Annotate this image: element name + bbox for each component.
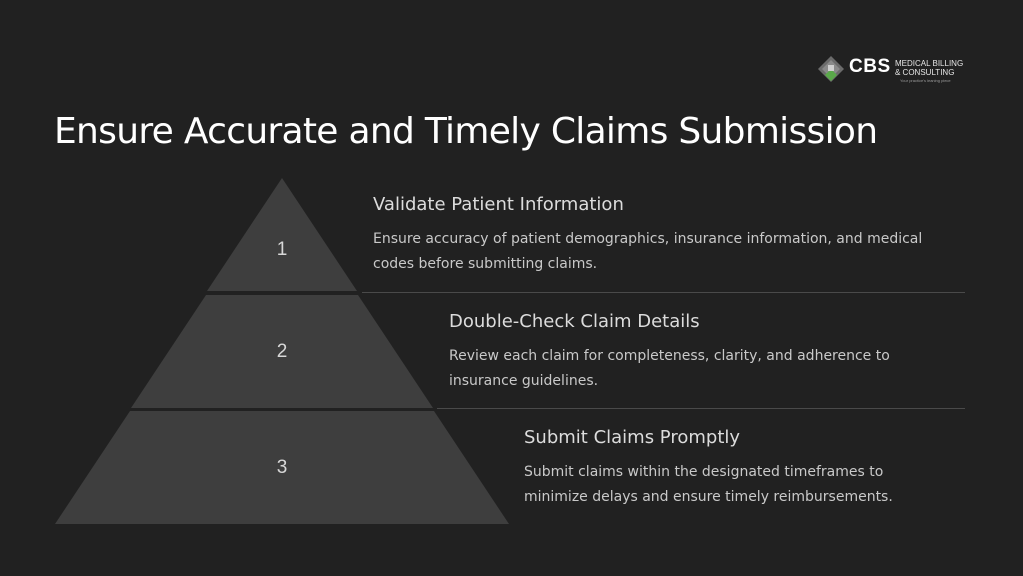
page-title: Ensure Accurate and Timely Claims Submis…: [54, 111, 878, 152]
step-divider-1: [362, 292, 965, 293]
pyramid-tier-2: [131, 295, 433, 408]
pyramid-tier-1-number: 1: [277, 239, 288, 260]
logo-abbreviation: CBS: [849, 56, 891, 77]
company-logo: CBS MEDICAL BILLING & CONSULTING Your pr…: [818, 54, 978, 84]
step-2-description: Review each claim for completeness, clar…: [449, 344, 890, 394]
step-1-description-line1: Ensure accuracy of patient demographics,…: [373, 231, 923, 247]
step-3-description-line2: minimize delays and ensure timely reimbu…: [524, 489, 893, 505]
step-1: Validate Patient Information Ensure accu…: [373, 193, 922, 277]
pyramid-tier-2-number: 2: [277, 341, 288, 362]
logo-name-line2: & CONSULTING: [895, 68, 955, 77]
step-3-description: Submit claims within the designated time…: [524, 460, 893, 510]
logo-name-line1: MEDICAL BILLING: [895, 59, 964, 68]
step-2: Double-Check Claim Details Review each c…: [449, 310, 890, 394]
pyramid-tier-3: [55, 411, 509, 524]
step-2-title: Double-Check Claim Details: [449, 311, 700, 332]
step-1-title: Validate Patient Information: [373, 194, 624, 215]
pyramid-tier-3-number: 3: [277, 457, 288, 478]
step-2-description-line1: Review each claim for completeness, clar…: [449, 348, 890, 364]
logo-tagline: Your practice's leaning piece: [900, 78, 951, 83]
step-2-description-line2: insurance guidelines.: [449, 373, 599, 389]
logo-company-name: MEDICAL BILLING & CONSULTING: [895, 59, 975, 77]
step-1-description-line2: codes before submitting claims.: [373, 256, 598, 272]
step-3-title: Submit Claims Promptly: [524, 427, 741, 448]
step-divider-2: [437, 408, 965, 409]
step-1-description: Ensure accuracy of patient demographics,…: [373, 227, 922, 277]
step-3-description-line1: Submit claims within the designated time…: [524, 464, 884, 480]
logo-diamond-icon: [818, 56, 844, 82]
step-3: Submit Claims Promptly Submit claims wit…: [524, 426, 893, 510]
pyramid-tier-1: [207, 178, 357, 291]
